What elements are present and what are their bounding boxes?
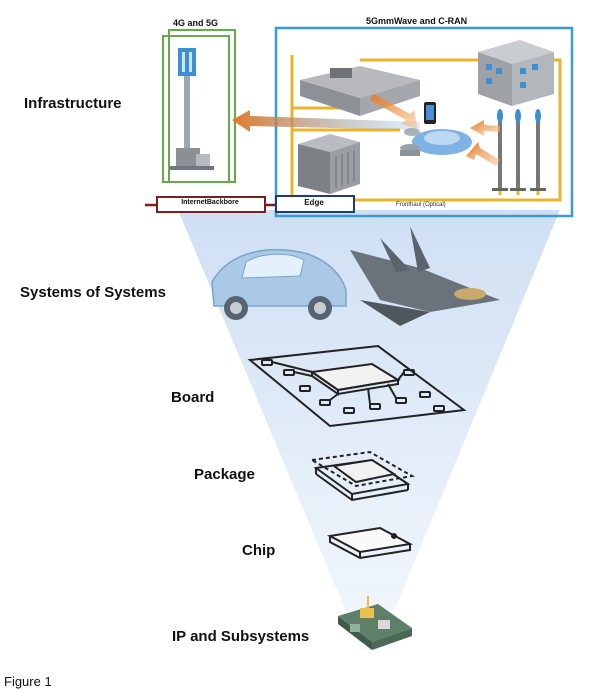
label-fronthaul: Fronthaul (Optical) (396, 202, 446, 208)
label-board: Board (171, 389, 215, 406)
arrow-from-antennas (466, 142, 500, 166)
building-right-icon (478, 40, 554, 106)
building-left-icon (300, 66, 420, 116)
ip-subsystems-icon (338, 596, 412, 650)
chip-icon (326, 526, 414, 560)
car-icon (211, 248, 347, 320)
label-internet-backbone: InternetBackbore (160, 199, 260, 206)
arrow-to-tower (232, 110, 420, 132)
label-mmwave-cran: 5GmmWave and C-RAN (366, 16, 468, 26)
package-icon (309, 450, 415, 502)
cell-tower-icon (170, 48, 214, 170)
funnel-background (178, 210, 560, 650)
label-ip-and-subsystems: IP and Subsystems (172, 628, 310, 645)
board-icon (247, 344, 467, 428)
cellular-tower-box (162, 29, 236, 183)
device-cluster-icon (400, 102, 472, 156)
edge-server-icon (298, 134, 360, 194)
label-systems-of-systems: Systems of Systems (20, 284, 166, 301)
label-chip: Chip (242, 542, 276, 559)
label-infrastructure: Infrastructure (24, 95, 122, 112)
label-package: Package (194, 466, 255, 483)
small-cell-antennas-icon (492, 109, 546, 191)
label-4g-5g: 4G and 5G (173, 18, 219, 28)
arrow-from-building (370, 94, 418, 130)
label-edge: Edge (279, 198, 349, 207)
arrow-from-antennas-2 (470, 120, 500, 136)
figure-caption: Figure 1 (4, 674, 52, 689)
fighter-jet-icon (350, 226, 500, 326)
